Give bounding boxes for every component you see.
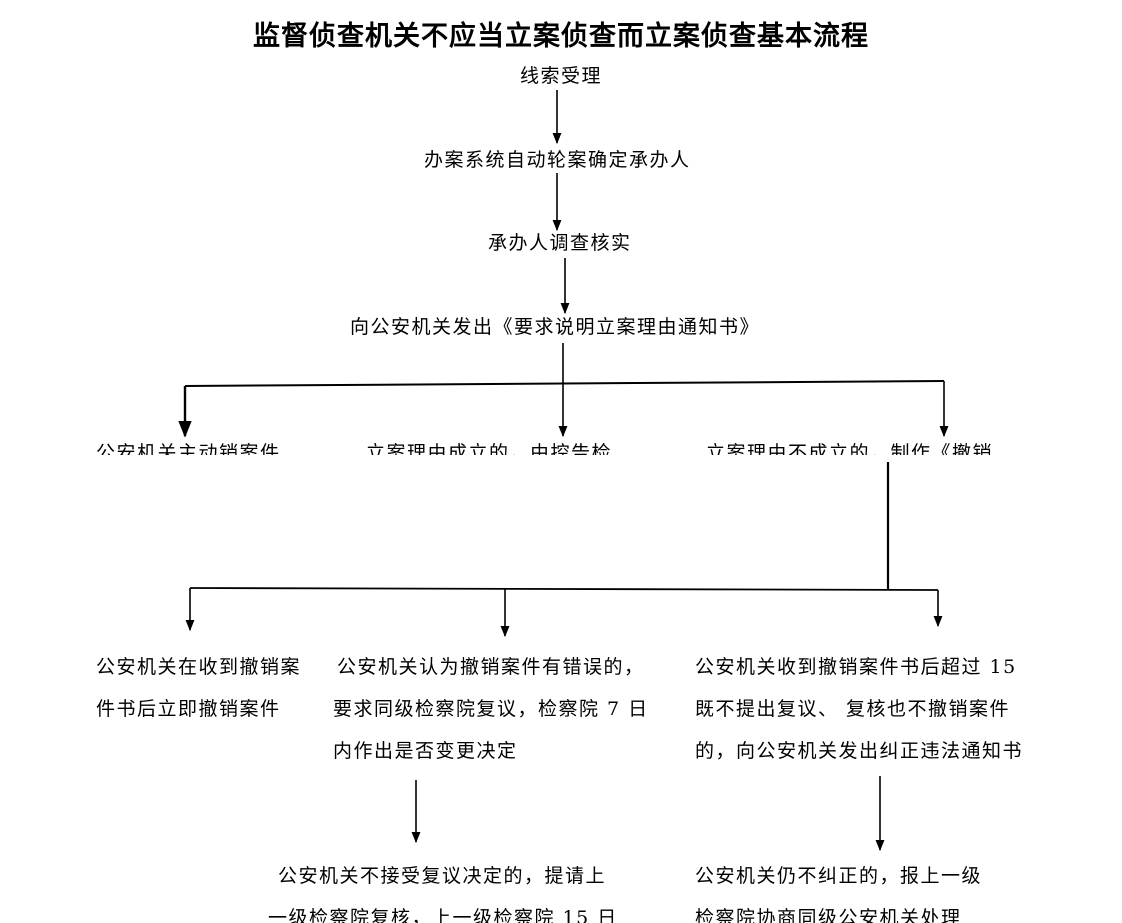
- branch-not-established: 立案理由不成立的，制作《撤销: [706, 442, 994, 455]
- final-reconsider: 公安机关不接受复议决定的，提请上 一级检察院复核，上一级检察院 15 日: [268, 855, 618, 923]
- branch-withdraw: 公安机关主动销案件: [96, 442, 281, 455]
- outcome-overdue-line: 的，向公安机关发出纠正违法通知书: [695, 740, 1024, 762]
- step-intake: 线索受理: [520, 65, 603, 87]
- step-notice: 向公安机关发出《要求说明立案理由通知书》: [350, 316, 761, 338]
- outcome-review-line: 要求同级检察院复议，检察院 7 日: [333, 698, 649, 720]
- outcome-immediate-line: 公安机关在收到撤销案: [96, 656, 302, 678]
- final-escalate-line: 检察院协商同级公安机关处理: [695, 907, 962, 923]
- branch-established: 立案理由成立的，由控告检: [366, 442, 613, 455]
- branch-horizontal-line: [184, 380, 945, 387]
- final-escalate: 公安机关仍不纠正的，报上一级 检察院协商同级公安机关处理: [695, 855, 982, 923]
- outcome-overdue-line: 公安机关收到撤销案件书后超过 15: [695, 656, 1017, 678]
- final-reconsider-line: 一级检察院复核，上一级检察院 15 日: [268, 907, 618, 923]
- outcome-horizontal-line: [189, 587, 939, 591]
- final-reconsider-line: 公安机关不接受复议决定的，提请上: [278, 865, 607, 887]
- outcome-immediate: 公安机关在收到撤销案 件书后立即撤销案件: [96, 646, 301, 730]
- outcome-overdue: 公安机关收到撤销案件书后超过 15 既不提出复议、 复核也不撤销案件 的，向公安…: [695, 646, 1023, 772]
- outcome-immediate-line: 件书后立即撤销案件: [96, 698, 281, 720]
- page-title: 监督侦查机关不应当立案侦查而立案侦查基本流程: [253, 21, 869, 52]
- step-investigate: 承办人调查核实: [488, 232, 632, 254]
- step-assign: 办案系统自动轮案确定承办人: [424, 149, 691, 171]
- outcome-review-line: 内作出是否变更决定: [333, 740, 518, 762]
- outcome-overdue-line: 既不提出复议、 复核也不撤销案件: [695, 698, 1011, 720]
- outcome-review-line: 公安机关认为撤销案件有错误的，: [337, 656, 645, 678]
- final-escalate-line: 公安机关仍不纠正的，报上一级: [695, 865, 983, 887]
- outcome-review: 公安机关认为撤销案件有错误的， 要求同级检察院复议，检察院 7 日 内作出是否变…: [333, 646, 649, 772]
